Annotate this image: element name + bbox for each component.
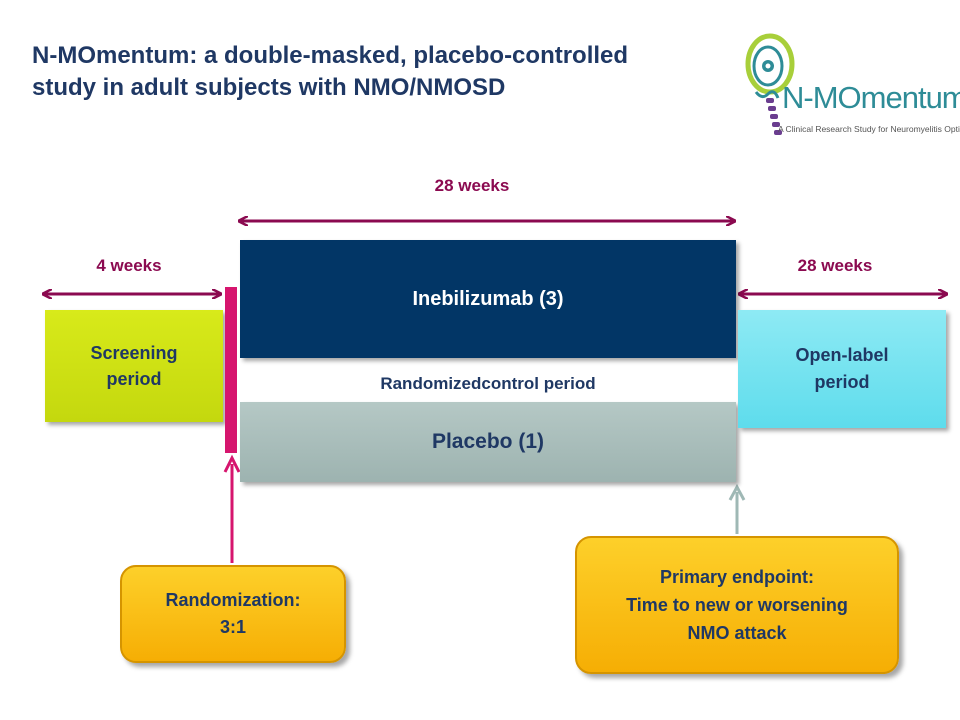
endpoint-pointer-head (728, 483, 746, 501)
endpoint-callout-line-2: Time to new or worsening (626, 595, 848, 615)
endpoint-callout-line-1: Primary endpoint: (659, 567, 814, 587)
logo-name: N-MOmentum (782, 80, 960, 115)
primary-endpoint-callout: Primary endpoint: Time to new or worseni… (575, 536, 899, 674)
randomization-callout-line-1: Randomization: (165, 590, 301, 610)
randomization-callout-line-2: 3:1 (219, 617, 246, 637)
randomization-bar (225, 287, 237, 453)
head-spine-icon (745, 33, 795, 135)
screening-label-1: Screening (90, 343, 178, 363)
control-duration-label: 28 weeks (434, 176, 510, 195)
placebo-arm-box: Placebo (1) (240, 402, 736, 482)
screening-label-2: period (106, 369, 162, 389)
title-line-2: study in adult subjects with NMO/NMOSD (32, 74, 506, 101)
randomization-pointer-head (223, 454, 241, 473)
open-label-duration-label: 28 weeks (797, 256, 873, 275)
open-label-label-2: period (814, 372, 870, 392)
control-period-label: Randomizedcontrol period (380, 374, 596, 393)
randomization-callout: Randomization: 3:1 (120, 565, 346, 663)
open-label-label-1: Open-label (795, 345, 889, 365)
screening-duration-label: 4 weeks (96, 256, 162, 275)
screening-period-box: Screening period (45, 310, 223, 422)
page-title: N-MOmentum: a double-masked, placebo-con… (32, 40, 752, 104)
inebilizumab-label: Inebilizumab (3) (412, 287, 564, 310)
n-momentum-logo: N-MOmentum A Clinical Research Study for… (738, 28, 960, 140)
title-line-1: N-MOmentum: a double-masked, placebo-con… (32, 42, 629, 69)
logo-tagline: A Clinical Research Study for Neuromyeli… (778, 124, 960, 134)
open-label-period-box: Open-label period (738, 310, 946, 428)
placebo-label: Placebo (1) (431, 430, 545, 453)
inebilizumab-arm-box: Inebilizumab (3) (240, 240, 736, 358)
endpoint-callout-line-3: NMO attack (687, 623, 787, 643)
